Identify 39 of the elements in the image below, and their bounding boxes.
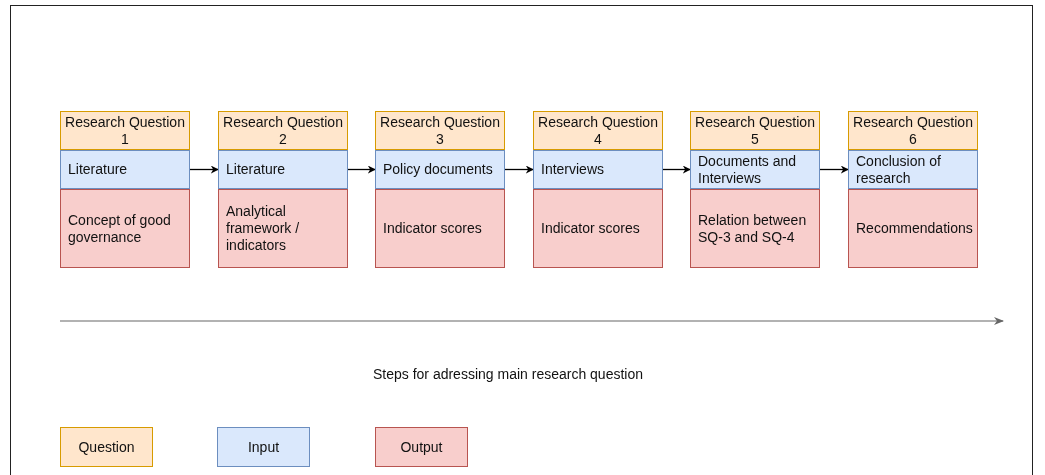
output-box (375, 189, 505, 268)
legend-key: Question (60, 427, 153, 467)
box-text: Relation between SQ-3 and SQ-4 (698, 211, 808, 246)
box-text: Indicator scores (541, 220, 640, 237)
axis-caption: Steps for adressing main research question (371, 366, 644, 382)
input-box (533, 150, 663, 189)
arrow (189, 165, 219, 174)
box-text: Research Question 2 (223, 113, 343, 148)
box-text: Research Question 3 (380, 113, 500, 148)
box-text: Policy documents (383, 161, 493, 178)
output-box (848, 189, 978, 268)
output-box (533, 189, 663, 268)
arrow (504, 165, 534, 174)
input-box (690, 150, 820, 189)
box-text: Literature (68, 161, 128, 178)
box-text: Research Question 6 (853, 113, 973, 148)
box-text: Recommendations (856, 220, 973, 237)
output-box (690, 189, 820, 268)
input-box (375, 150, 505, 189)
box-text: Literature (226, 161, 286, 178)
box-text: Indicator scores (383, 220, 482, 237)
box-text: Documents and Interviews (698, 152, 798, 187)
box-text: Research Question 1 (65, 113, 185, 148)
legend-key: Input (217, 427, 310, 467)
input-box (218, 150, 348, 189)
box-text: Analytical framework / indicators (226, 203, 301, 254)
box-text: Research Question 4 (538, 113, 658, 148)
legend-key: Output (375, 427, 468, 467)
box-text: Concept of good governance (68, 211, 172, 246)
input-box (848, 150, 978, 189)
output-box (218, 189, 348, 268)
arrow (662, 165, 691, 174)
box-text: Conclusion of research (856, 152, 942, 187)
box-text: Research Question 5 (695, 113, 815, 148)
arrow (819, 165, 849, 174)
output-box (60, 189, 190, 268)
box-text: Interviews (541, 161, 605, 178)
arrow (347, 165, 376, 174)
input-box (60, 150, 190, 189)
